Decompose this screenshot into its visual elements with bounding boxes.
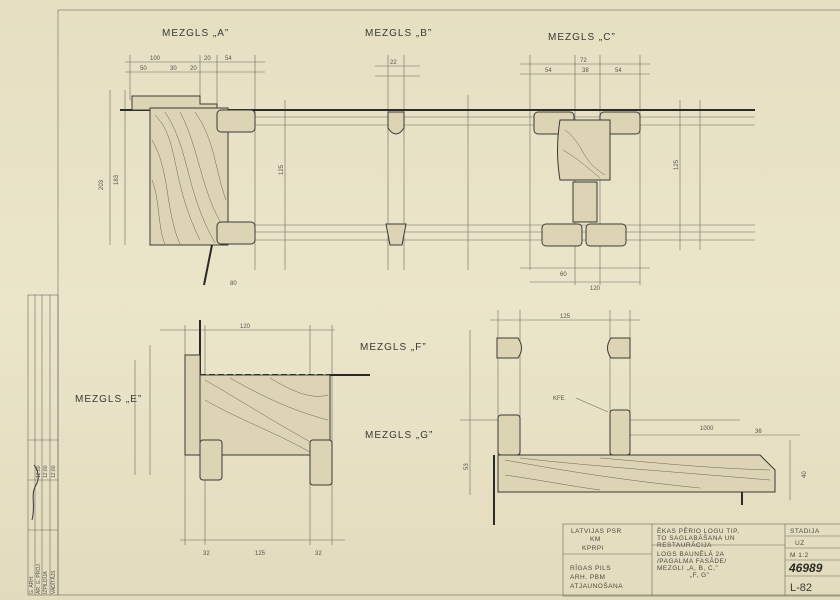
- project-line: ATJAUNOŠANA: [570, 581, 623, 590]
- dim-label: 22: [390, 60, 397, 66]
- dim-label: 80: [230, 281, 237, 287]
- frame-section-c: [557, 119, 611, 181]
- dim-label: 32: [203, 551, 210, 557]
- dim-label: 54: [225, 56, 232, 62]
- scale: M 1:2: [790, 552, 809, 559]
- dim-label: 30: [170, 66, 177, 72]
- dim-label: 125: [560, 314, 571, 320]
- sheet-title: LOGS BAUNĒLĀ 2A: [657, 550, 725, 558]
- dim-label: 20: [190, 66, 197, 72]
- dim-label: 20: [204, 56, 211, 62]
- inventory-number: 46989: [788, 561, 823, 575]
- title-block: LATVIJAS PSR KM KPRPI RĪGAS PILS ARH. PB…: [562, 523, 840, 597]
- stage-label: STADIJA: [790, 528, 820, 535]
- project-line: ARH. PBM: [570, 574, 605, 581]
- dim-label: 120: [590, 286, 601, 292]
- dim-label: 38: [582, 68, 589, 74]
- dim-label: 36: [755, 429, 762, 435]
- sheet-title: MEZGLI „A, B, C,”: [657, 565, 718, 572]
- stamp-date: 12.80: [51, 465, 57, 478]
- dim-label: 203: [99, 179, 105, 190]
- dim-label: 72: [580, 58, 587, 64]
- org-name: LATVIJAS PSR: [571, 528, 622, 535]
- dim-label: 32: [315, 551, 322, 557]
- drawing-title: RESTAURĀCIJA: [657, 541, 712, 549]
- label-node-f: MEZGLS „F”: [360, 342, 427, 353]
- dim-label: 54: [615, 68, 622, 74]
- section-fg: KFE 125 1000 36 40 53: [460, 310, 808, 525]
- dim-label: 40: [802, 471, 808, 478]
- label-node-g: MEZGLS „G”: [365, 430, 433, 441]
- dim-label: 54: [545, 68, 552, 74]
- dim-label: 183: [114, 174, 120, 185]
- sill-section-g: [497, 454, 776, 493]
- label-node-e: MEZGLS „E”: [75, 394, 142, 405]
- dim-label: 53: [464, 463, 470, 470]
- label-node-c: MEZGLS „C”: [548, 32, 616, 43]
- org-dept: KM: [590, 536, 601, 543]
- dim-label: 120: [240, 324, 251, 330]
- callout-label: KFE: [553, 396, 565, 402]
- dim-label: 125: [279, 164, 285, 175]
- dim-label: 60: [560, 272, 567, 278]
- label-node-b: MEZGLS „B”: [365, 28, 432, 39]
- dim-label: 50: [140, 66, 147, 72]
- org-institute: KPRPI: [582, 545, 604, 552]
- drawing-title: ĒKAS PĒRIO LOGU TIP,: [657, 527, 739, 535]
- section-e: 120 32 125 32: [134, 320, 370, 557]
- stamp-row: AR. G. PROJ.: [36, 563, 42, 594]
- dim-label: 100: [150, 56, 161, 62]
- stamp-row: VADĪTĀJS: [50, 570, 57, 594]
- project-name: RĪGAS PILS: [570, 564, 611, 572]
- stamp-date: 12.80: [43, 465, 49, 478]
- stamp-date: 12.80: [36, 465, 42, 478]
- dim-label: 125: [255, 551, 266, 557]
- drawing-title: TO SAGLABĀŠANA UN: [657, 533, 735, 542]
- sheet-number: L-82: [790, 582, 812, 594]
- stamp-row: G. ARH.: [29, 576, 35, 594]
- stage-value: UZ: [795, 540, 805, 547]
- dim-label: 1000: [700, 426, 714, 432]
- sheet-title: /PAGALMA FASĀDE/: [657, 557, 727, 565]
- signature: [31, 464, 39, 521]
- frame-section-a: [149, 107, 229, 246]
- stamp-row: IZPILDĪJA: [42, 571, 49, 594]
- label-node-a: MEZGLS „A”: [162, 28, 229, 39]
- side-stamp: G. ARH. AR. G. PROJ. IZPILDĪJA VADĪTĀJS …: [27, 294, 59, 596]
- top-section: 100 20 54 50 30 20 203 183 125 80 22 72 …: [99, 55, 755, 292]
- sheet-title: „F, G”: [690, 572, 709, 579]
- dim-label: 125: [674, 159, 680, 170]
